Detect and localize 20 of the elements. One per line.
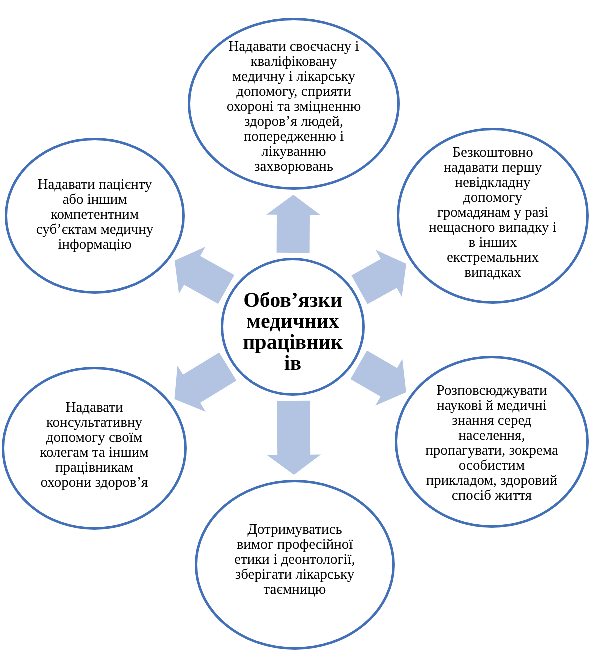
duty-text: Надавати консультативну допомогу своїм колегам та іншим працівникам охорони здоров’я bbox=[40, 400, 150, 490]
duty-text: Надавати пацієнту або іншим компетентним суб’єктам медичну інформацію bbox=[36, 178, 154, 252]
duty-ellipse bbox=[2, 367, 187, 530]
block-arrow bbox=[350, 350, 406, 406]
block-arrow bbox=[352, 250, 406, 304]
block-arrow bbox=[267, 400, 322, 475]
center-circle bbox=[221, 258, 365, 396]
center-title: Обов’язки медичних працівник ів bbox=[242, 290, 344, 374]
duty-ellipse bbox=[188, 18, 400, 190]
duty-text: Надавати своєчасну і кваліфіковану медичну і лікарську допомогу, сприяти охороні та зміцненню здоров’я людей, попередженню і лікуванню захворювань bbox=[226, 40, 362, 174]
duty-ellipse bbox=[395, 356, 589, 528]
duty-ellipse bbox=[397, 128, 589, 304]
block-arrow bbox=[266, 195, 320, 254]
block-arrow bbox=[174, 247, 235, 304]
duty-text: Розповсюджувати наукові й медичні знання серед населення, пропагувати, зокрема особистим прикладом, здоровий спосіб життя bbox=[425, 384, 559, 504]
duty-ellipse bbox=[195, 480, 395, 650]
block-arrow bbox=[174, 352, 237, 412]
duty-text: Дотримуватись вимог професійної етики і деонтології, зберігати лікарську таємницю bbox=[234, 522, 356, 598]
duty-ellipse bbox=[5, 138, 185, 294]
duty-text: Безкоштовно надавати першу невідкладну допомогу громадянам у разі нещасного випадку і в інших екстремальних випадках bbox=[428, 146, 558, 280]
